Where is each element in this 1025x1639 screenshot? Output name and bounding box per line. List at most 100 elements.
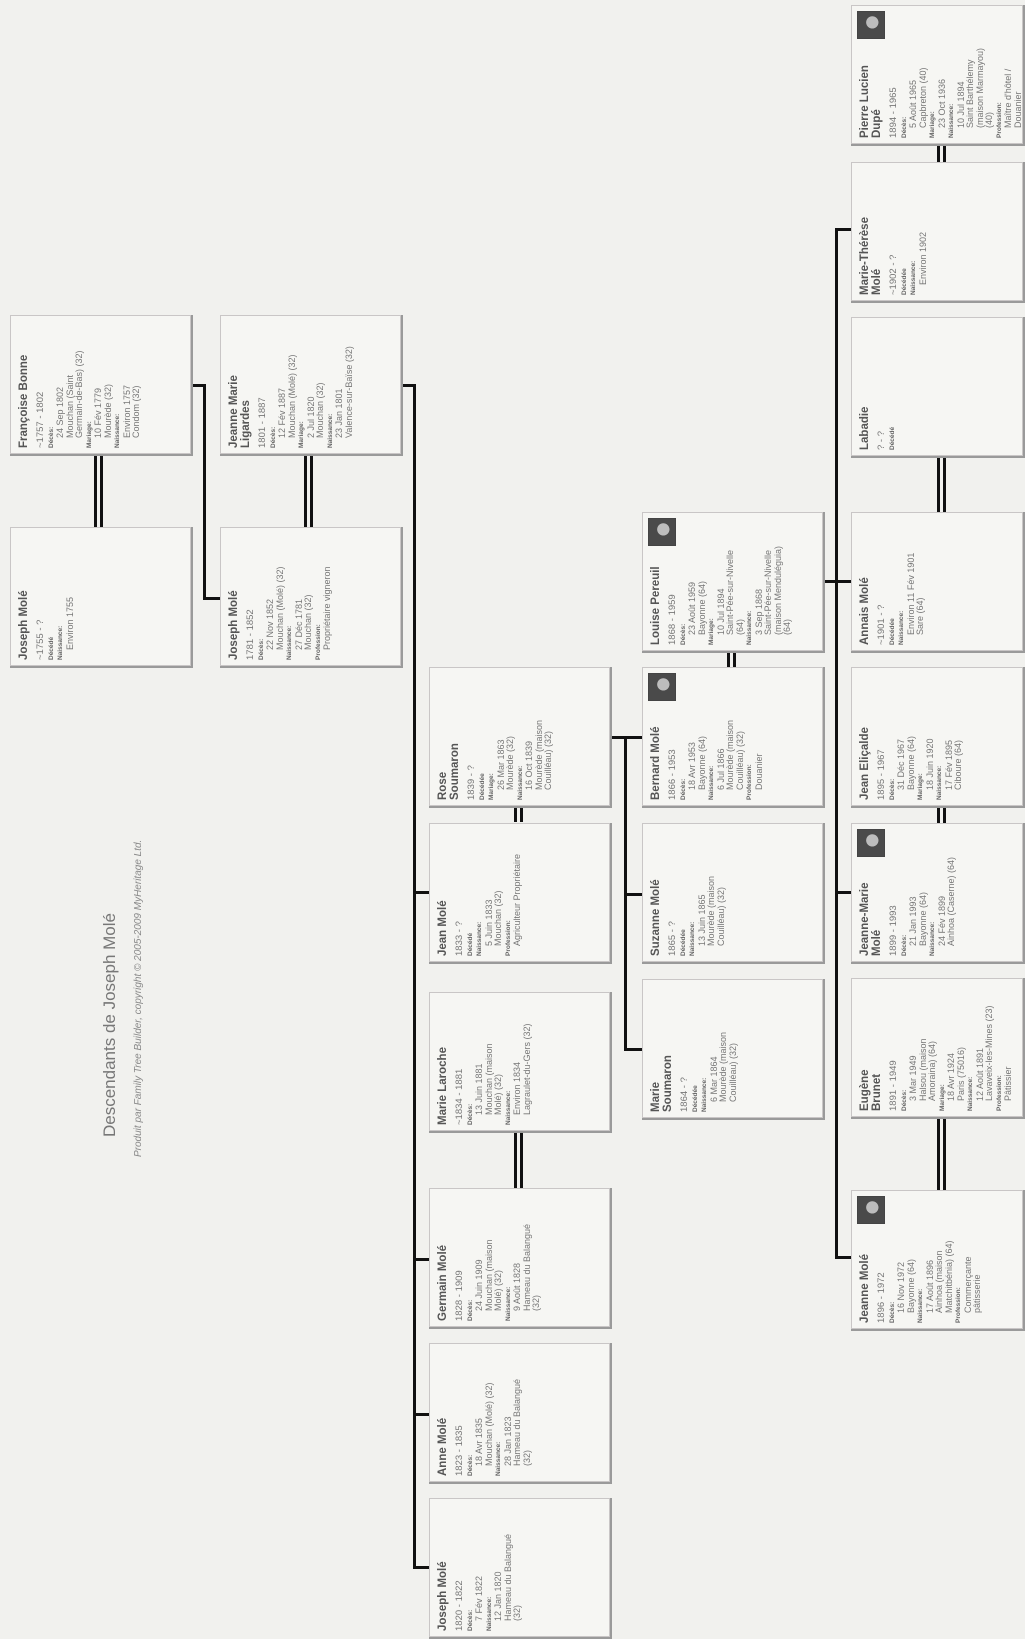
detail-value: Bayonne (64) bbox=[698, 518, 708, 645]
life-years: ~1755 - ? bbox=[36, 533, 46, 660]
portrait-photo-icon bbox=[857, 829, 885, 857]
person-name: Germain Molé bbox=[437, 1194, 449, 1321]
person-details: ? - ?Décédé bbox=[877, 323, 897, 450]
life-years: ? - ? bbox=[877, 323, 887, 450]
detail-label: Décédé bbox=[888, 323, 898, 450]
life-years: 1894 - 1965 bbox=[889, 11, 899, 138]
detail-label: Décédée bbox=[888, 518, 898, 645]
detail-value: Bayonne (64) bbox=[698, 673, 708, 800]
detail-value: Couilléau) (32) bbox=[729, 985, 739, 1112]
detail-value: Bayonne (64) bbox=[907, 1196, 917, 1323]
person-name: Jeanne Molé bbox=[859, 1230, 871, 1323]
person-details: 1895 - 1967Décès:31 Déc 1967Bayonne (64)… bbox=[877, 673, 964, 800]
spouse-link bbox=[304, 455, 307, 529]
person-name: Marie Soumaron bbox=[650, 1032, 674, 1112]
card-content: Françoise Bonne~1757 - 1802Décès:24 Sep … bbox=[10, 315, 191, 454]
person-name: Marie Laroche bbox=[437, 998, 449, 1125]
card-content: Annais Molé~1901 - ?DécédéeNaissance:Env… bbox=[851, 512, 1025, 651]
person-name: Labadie bbox=[859, 323, 871, 450]
detail-value: Amoraina) (64) bbox=[928, 984, 938, 1111]
detail-value: Mouchan (32) bbox=[304, 533, 314, 660]
detail-label: Décédée bbox=[679, 829, 689, 956]
detail-value: (32) bbox=[532, 1194, 542, 1321]
person-name: Joseph Molé bbox=[228, 533, 240, 660]
spouse-link bbox=[100, 455, 103, 529]
detail-value: Paris (75016) bbox=[957, 984, 967, 1111]
person-name: Marie-Thérèse Molé bbox=[859, 195, 883, 295]
copyright-credit: Produit par Family Tree Builder, copyrig… bbox=[133, 840, 144, 1157]
child-link bbox=[413, 1413, 429, 1416]
person-name: Suzanne Molé bbox=[650, 829, 662, 956]
title-block: Descendants de Joseph Molé Produit par F… bbox=[0, 0, 170, 1637]
detail-value: Bayonne (64) bbox=[919, 829, 929, 956]
detail-value: Pâtissier bbox=[1004, 984, 1014, 1111]
child-link bbox=[624, 893, 644, 896]
detail-value: Ciboure (64) bbox=[954, 673, 964, 800]
life-years: ~1757 - 1802 bbox=[36, 321, 46, 448]
person-name: Louise Pereuil bbox=[650, 552, 662, 645]
child-link bbox=[203, 384, 206, 600]
detail-value: Propriétaire vigneron bbox=[323, 533, 333, 660]
detail-value: Sare (64) bbox=[916, 518, 926, 645]
detail-value: Couilléau) (32) bbox=[736, 673, 746, 800]
life-years: 1833 - ? bbox=[455, 829, 465, 956]
person-name: Joseph Molé bbox=[18, 533, 30, 660]
life-years: 1864 - ? bbox=[680, 985, 690, 1112]
detail-value: Lavaveix-les-Mines (23) bbox=[985, 984, 995, 1111]
detail-value: (32) bbox=[513, 1504, 523, 1631]
spouse-link bbox=[937, 455, 940, 513]
spouse-link bbox=[514, 1130, 517, 1188]
detail-value: Capbreton (40) bbox=[919, 11, 929, 138]
person-card-labadie[interactable]: Labadie ? - ?Décédé bbox=[851, 317, 1025, 458]
portrait-photo-icon bbox=[648, 518, 676, 546]
person-details: 1839 - ?DécédéeMariage:26 Mar 1863Mourèd… bbox=[467, 673, 554, 800]
spouse-link bbox=[514, 808, 517, 822]
person-name: Jean Molé bbox=[437, 829, 449, 956]
spouse-link bbox=[310, 455, 313, 529]
portrait-photo-icon bbox=[857, 11, 885, 39]
detail-value: Couilléau) (32) bbox=[717, 829, 727, 956]
detail-value: Valence-sur-Baïse (32) bbox=[345, 321, 355, 448]
card-content: Suzanne Molé1865 - ?DécédéeNaissance:13 … bbox=[642, 823, 823, 962]
spouse-link bbox=[520, 808, 523, 822]
detail-value: Germain-de-Bas) (32) bbox=[75, 321, 85, 448]
trunk-line bbox=[413, 384, 416, 1567]
detail-value: Mouchan (32) bbox=[316, 321, 326, 448]
person-name: Jeanne-Marie Molé bbox=[859, 861, 883, 956]
detail-value: Agriculteur Propriétaire bbox=[513, 829, 523, 956]
person-details: 1828 - 1909Décès:24 Juin 1909Mouchan (ma… bbox=[455, 1194, 542, 1321]
detail-label: Décédée bbox=[691, 985, 701, 1112]
